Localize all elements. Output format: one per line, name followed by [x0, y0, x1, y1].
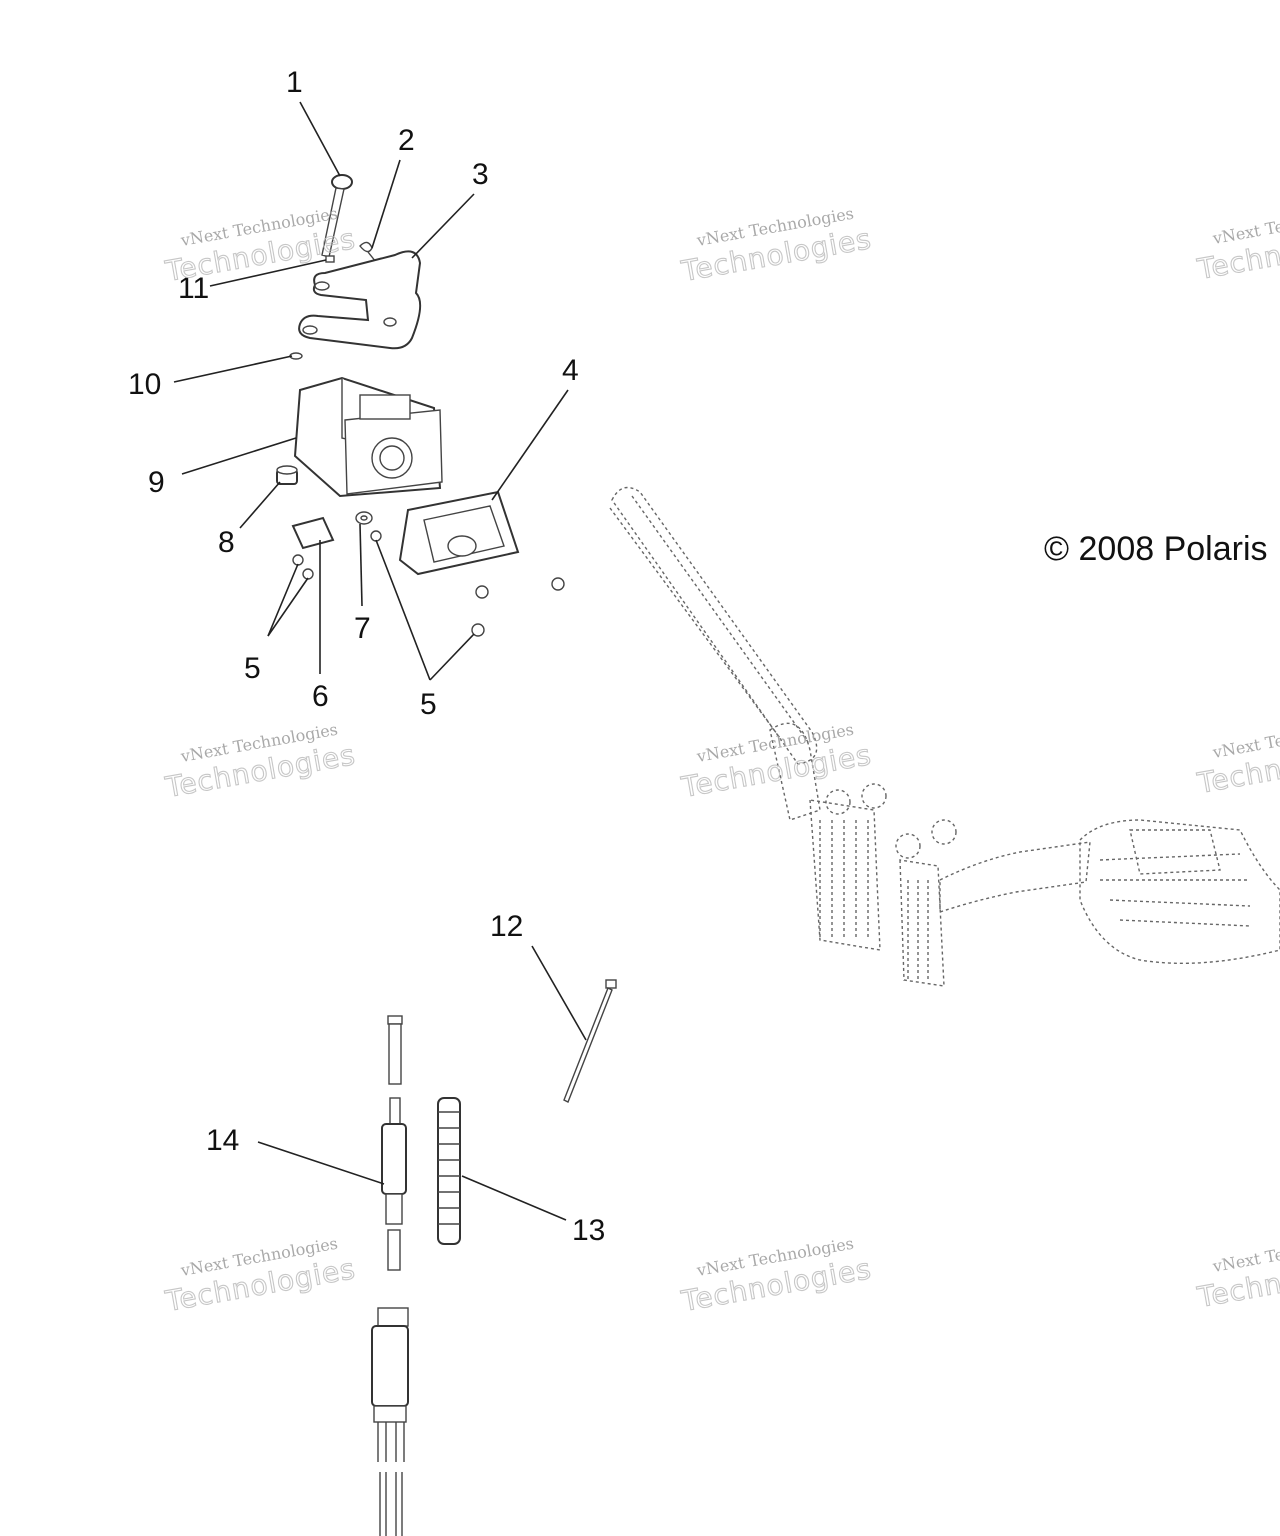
callout-6: 6 [312, 680, 329, 713]
watermark: vNext Technologies Technologies [1194, 1230, 1280, 1315]
watermark: vNext Technologies Technologies [678, 1234, 875, 1319]
watermarks: vNext Technologies Technologies vNext Te… [162, 202, 1280, 1319]
callout-2: 2 [398, 124, 415, 157]
callout-4: 4 [562, 354, 579, 387]
callout-13: 13 [572, 1214, 605, 1247]
callout-5b: 5 [420, 688, 437, 721]
part-6-plate [291, 516, 335, 550]
part-13-sleeve [437, 1097, 461, 1245]
watermark: vNext Technologies Technologies [678, 204, 875, 289]
part-5-screws [292, 530, 565, 637]
handlebar-assembly [609, 486, 1280, 987]
callout-5a: 5 [244, 652, 261, 685]
part-14-cable-assembly [371, 1015, 409, 1536]
callout-1: 1 [286, 66, 303, 99]
watermark: vNext Technologies Technologies [162, 1234, 359, 1319]
part-4-cover [398, 490, 520, 576]
copyright-notice: © 2008 Polaris [1044, 530, 1268, 568]
part-3-lever-bracket [298, 250, 422, 350]
callout-8: 8 [218, 526, 235, 559]
callout-11: 11 [178, 272, 209, 305]
callout-9: 9 [148, 466, 165, 499]
callout-7: 7 [354, 612, 371, 645]
part-8-plug [276, 465, 298, 485]
part-9-housing [293, 376, 443, 498]
leader-lines [173, 101, 587, 1221]
watermark: vNext Technologies Technologies [162, 720, 359, 805]
callout-14: 14 [206, 1124, 239, 1157]
watermark: vNext Technologies Technologies [1194, 716, 1280, 801]
callout-10: 10 [128, 368, 161, 401]
part-7-washer [355, 511, 373, 525]
part-12-cable-tie [563, 979, 617, 1103]
callout-12: 12 [490, 910, 523, 943]
part-11-nut [325, 255, 335, 263]
watermark: vNext Technologies Technologies [1194, 202, 1280, 287]
callout-3: 3 [472, 158, 489, 191]
callouts: 1 2 3 4 5 5 6 7 8 9 10 11 12 13 14 [128, 66, 605, 1247]
